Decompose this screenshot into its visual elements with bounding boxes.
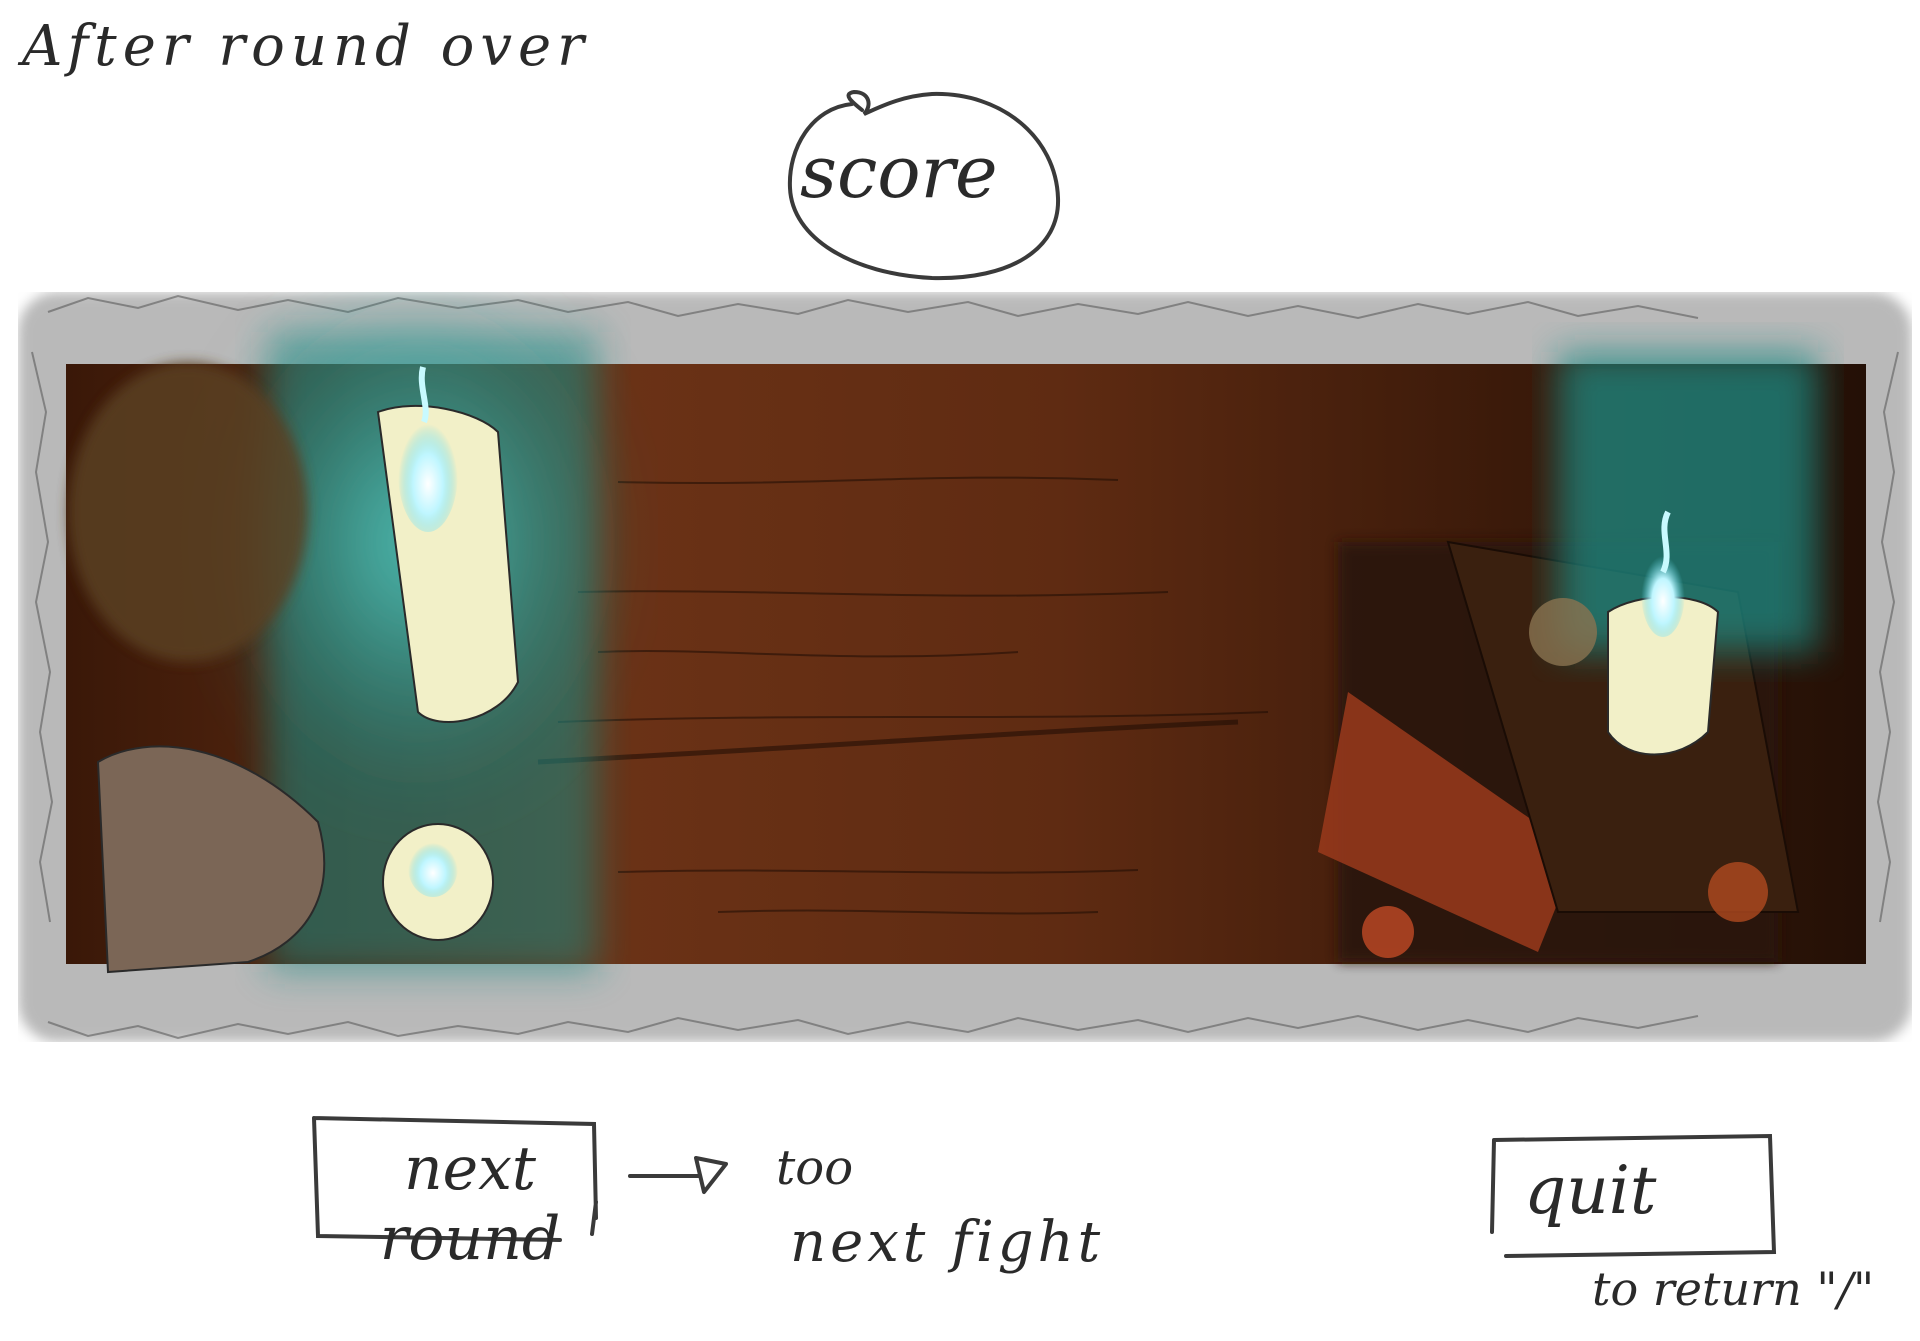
quit-note: to return "/" (1592, 1262, 1874, 1316)
score-label: score (800, 130, 998, 214)
arrow-right-icon (626, 1150, 736, 1200)
next-round-note-line1: too (776, 1140, 853, 1196)
quit-label: quit (1524, 1152, 1656, 1229)
next-round-button[interactable]: next round (310, 1112, 600, 1242)
game-board (18, 292, 1912, 1042)
quit-button[interactable]: quit (1488, 1132, 1778, 1262)
next-round-label: next round (340, 1134, 600, 1274)
next-round-note-line2: next fight (790, 1210, 1104, 1275)
screen-title-note: After round over (22, 14, 590, 79)
candle-icon (383, 824, 493, 940)
